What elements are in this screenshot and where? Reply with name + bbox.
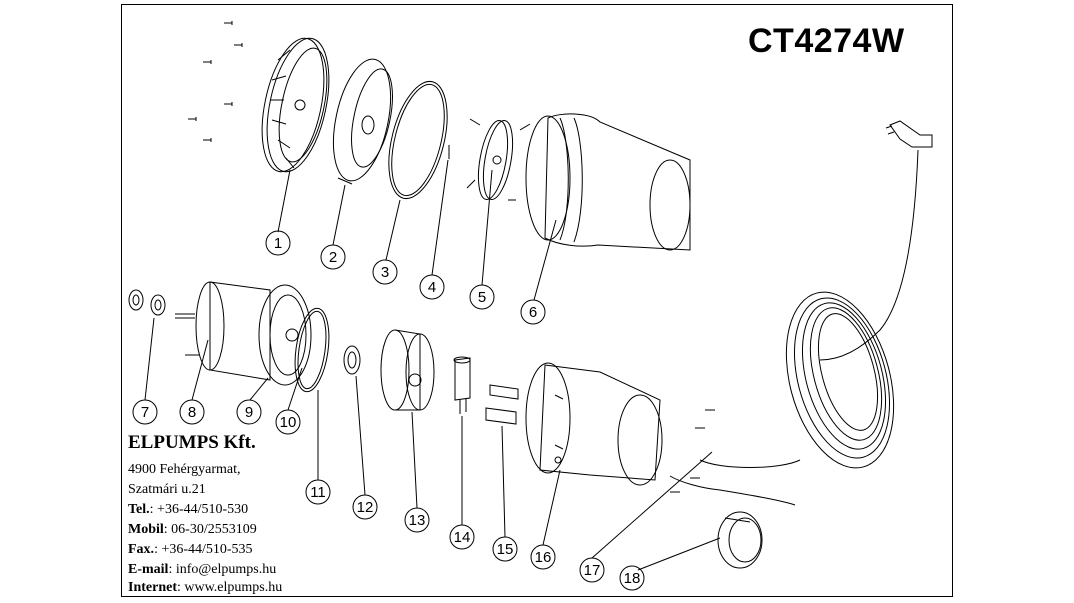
part-motor <box>175 281 312 386</box>
part-pump-housing <box>525 113 691 251</box>
part-o-ring-large <box>388 80 448 200</box>
mobil-row: Mobil: 06-30/2553109 <box>128 522 257 538</box>
callout-10: 10 <box>280 414 297 431</box>
email-row: E-mail: info@elpumps.hu <box>128 562 276 578</box>
part-impeller <box>466 118 531 201</box>
email-value: : info@elpumps.hu <box>168 562 277 577</box>
internet-label: Internet <box>128 580 177 595</box>
callout-2: 2 <box>329 249 337 266</box>
leader-lines <box>144 159 721 571</box>
address-line-2: Szatmári u.21 <box>128 482 206 497</box>
cable-coil <box>669 291 895 506</box>
company-name: ELPUMPS Kft. <box>128 432 256 453</box>
callout-6: 6 <box>529 304 537 321</box>
internet-value: : www.elpumps.hu <box>177 580 283 595</box>
part-bearing-middle <box>343 345 361 375</box>
callout-13: 13 <box>409 512 426 529</box>
callout-4: 4 <box>428 279 436 296</box>
part-seal-ring <box>294 307 330 393</box>
part-motor-cap <box>380 329 435 411</box>
mobil-label: Mobil <box>128 522 164 537</box>
part-cable-gland <box>717 511 763 569</box>
internet-row: Internet: www.elpumps.hu <box>128 580 282 596</box>
callout-12: 12 <box>357 499 374 516</box>
part-capacitor <box>453 356 471 414</box>
callout-circles <box>132 230 645 591</box>
part-connectors <box>485 384 519 425</box>
fax-label: Fax. <box>128 542 155 557</box>
model-title: CT4274W <box>748 22 905 60</box>
screws-top <box>188 21 243 142</box>
part-strainer <box>261 37 330 173</box>
mobil-value: : 06-30/2553109 <box>163 522 257 537</box>
power-cable <box>819 120 933 361</box>
tel-value: : +36-44/510-530 <box>149 502 249 517</box>
part-motor-housing <box>525 362 663 486</box>
callout-7: 7 <box>141 404 149 421</box>
callout-15: 15 <box>497 541 514 558</box>
email-label: E-mail <box>128 562 169 577</box>
tel-row: Tel.: +36-44/510-530 <box>128 502 248 518</box>
part-bearings <box>128 289 166 316</box>
callout-14: 14 <box>454 529 471 546</box>
part-cover <box>332 58 393 185</box>
callout-5: 5 <box>478 289 486 306</box>
fax-row: Fax.: +36-44/510-535 <box>128 542 253 558</box>
callout-18: 18 <box>624 570 641 587</box>
callout-11: 11 <box>310 484 326 501</box>
tel-label: Tel. <box>128 502 150 517</box>
callout-8: 8 <box>188 404 196 421</box>
fax-value: : +36-44/510-535 <box>154 542 253 557</box>
callout-16: 16 <box>535 549 552 566</box>
callout-17: 17 <box>584 562 601 579</box>
callout-1: 1 <box>274 235 282 252</box>
callout-3: 3 <box>381 264 389 281</box>
callout-9: 9 <box>245 404 253 421</box>
address-line-1: 4900 Fehérgyarmat, <box>128 462 241 477</box>
